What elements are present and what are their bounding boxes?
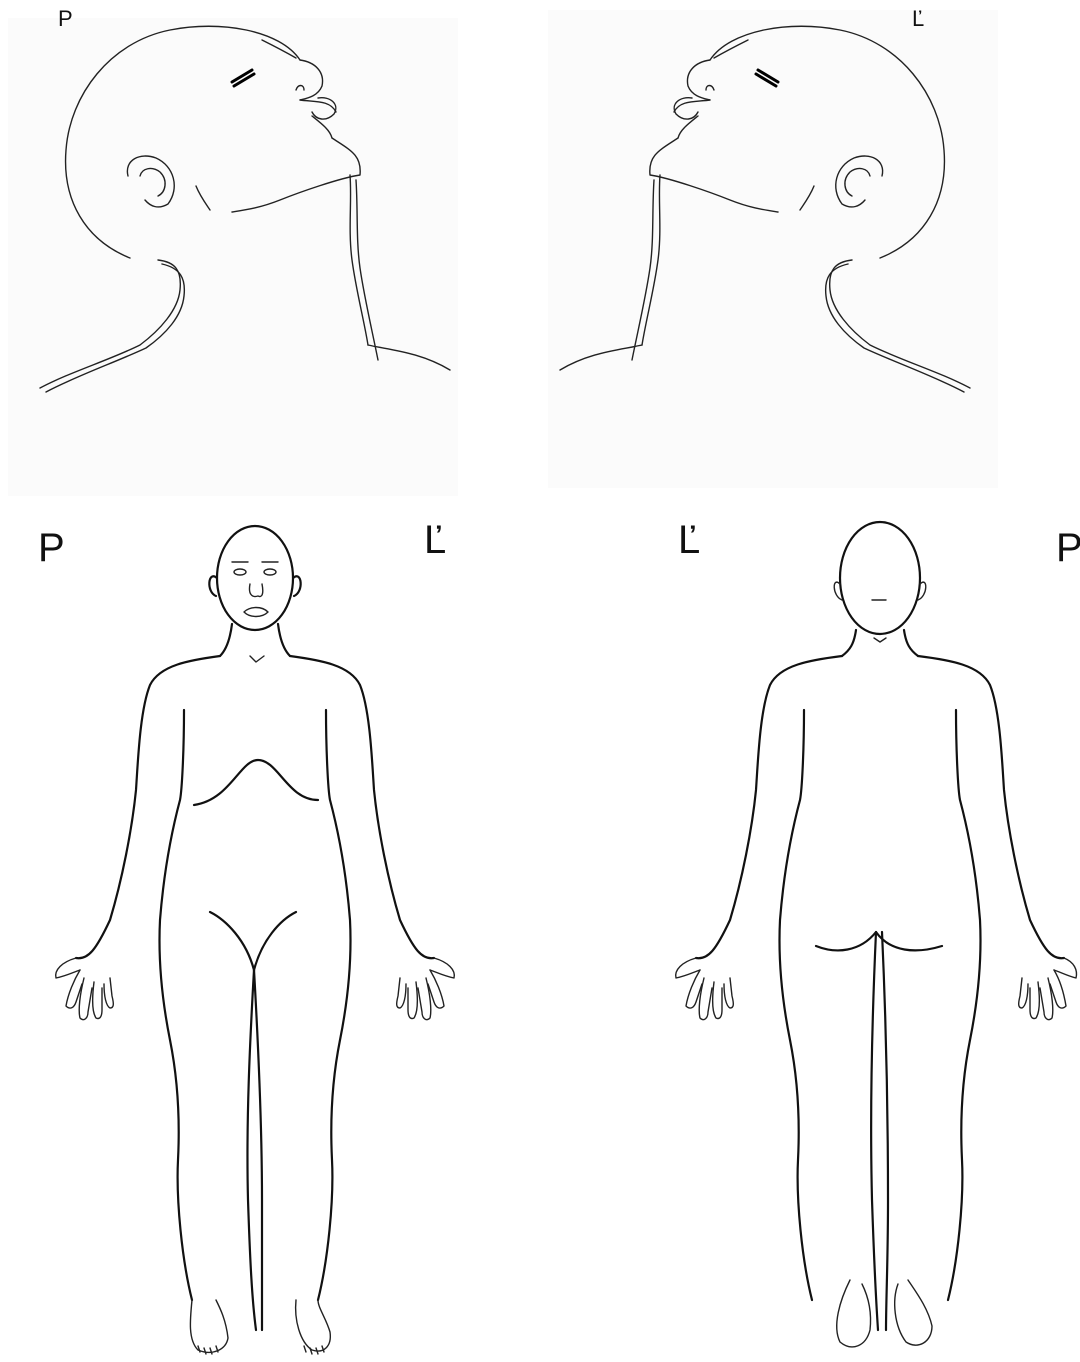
head-right-side-label: P [58,8,73,30]
body-back-drawing [560,500,1080,1362]
head-left-profile-panel: Ľ [540,0,1010,500]
body-front-panel: P Ľ [0,500,520,1362]
head-left-side-label: Ľ [912,8,924,30]
head-right-profile-drawing [0,0,470,500]
head-right-profile-panel: P [0,0,470,500]
front-right-label: Ľ [424,520,446,560]
head-left-profile-drawing [540,0,1010,500]
body-front-drawing [0,500,520,1362]
back-left-label: Ľ [678,520,700,560]
front-left-label: P [38,528,65,568]
body-back-panel: Ľ P [560,500,1080,1362]
back-right-label: P [1056,528,1080,568]
